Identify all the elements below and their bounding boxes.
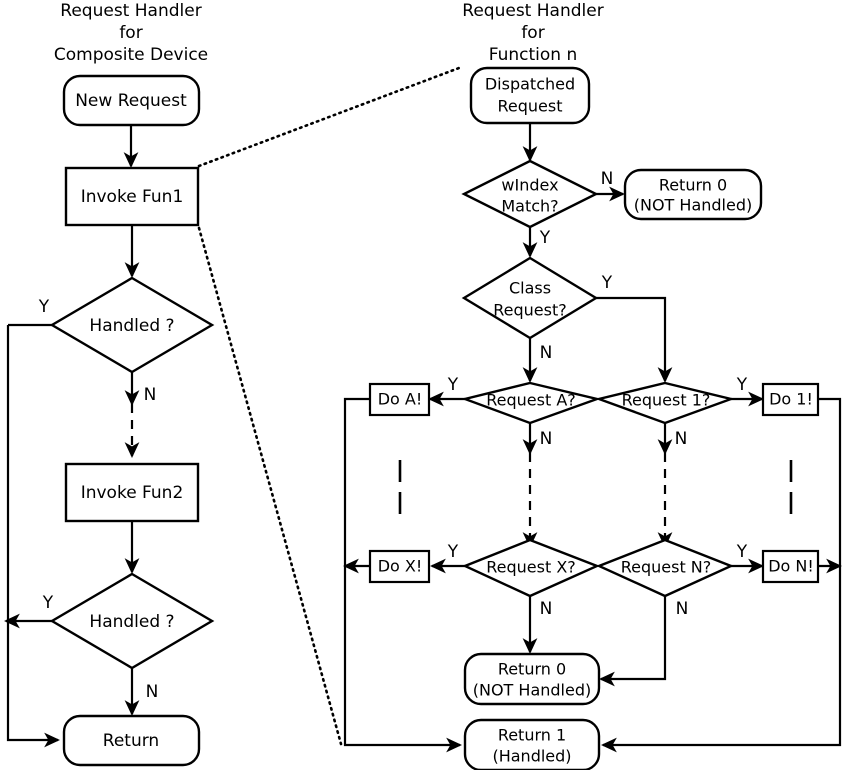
node-request-1: Request 1? <box>594 381 736 425</box>
node-class-request-line1: Class <box>509 279 551 298</box>
left-title-line2: for <box>119 23 142 43</box>
node-do-a: Do A! <box>368 382 431 417</box>
node-return-1-line2: (Handled) <box>492 747 571 766</box>
callout-leader-upper <box>197 66 461 168</box>
node-dispatched-request-line1: Dispatched <box>485 75 575 94</box>
node-return: Return <box>62 714 201 767</box>
edge-label-windex-no: N <box>601 169 614 189</box>
node-new-request-label: New Request <box>75 91 187 111</box>
callout-leader-lower <box>197 226 343 746</box>
node-request-x-label: Request X? <box>486 558 576 577</box>
node-return-0-top-line2: (NOT Handled) <box>634 196 752 215</box>
edge-label-handled1-yes: Y <box>38 297 50 317</box>
edge-label-request-x-yes: Y <box>447 542 459 562</box>
node-invoke-fun2-label: Invoke Fun2 <box>81 483 184 503</box>
node-do-1-label: Do 1! <box>769 390 813 409</box>
node-class-request-line2: Request? <box>493 301 566 320</box>
edge-label-request-n-yes: Y <box>736 542 748 562</box>
node-invoke-fun1-label: Invoke Fun1 <box>81 187 184 207</box>
node-request-n-label: Request N? <box>621 558 712 577</box>
node-windex-match: wIndex Match? <box>461 159 599 229</box>
right-title-line3: Function n <box>489 45 578 65</box>
node-request-n: Request N? <box>595 538 735 598</box>
edge-label-class-no: N <box>540 343 553 363</box>
node-windex-match-line2: Match? <box>501 197 558 216</box>
node-do-1: Do 1! <box>761 382 820 417</box>
node-do-a-label: Do A! <box>378 390 423 409</box>
right-title-line2: for <box>521 23 544 43</box>
node-dispatched-request: Dispatched Request <box>469 66 591 125</box>
left-yes-bus <box>6 325 60 748</box>
edge-label-request-a-yes: Y <box>447 375 459 395</box>
right-title-line1: Request Handler <box>462 1 603 21</box>
node-do-n: Do N! <box>761 549 820 584</box>
edge-label-handled2-no: N <box>146 682 159 702</box>
edge-label-request-a-no: N <box>540 429 553 449</box>
edge-label-handled2-yes: Y <box>42 593 54 613</box>
node-request-1-label: Request 1? <box>622 391 711 410</box>
edge-label-request-1-yes: Y <box>736 375 748 395</box>
edge-class-yes <box>596 296 673 383</box>
node-return-label: Return <box>103 731 159 751</box>
node-request-x: Request X? <box>461 538 601 598</box>
edge-label-request-1-no: N <box>675 429 688 449</box>
left-title-line1: Request Handler <box>60 1 201 21</box>
node-class-request: Class Request? <box>461 256 599 340</box>
edge-label-request-n-no: N <box>676 599 689 619</box>
node-handled-1-label: Handled ? <box>89 316 174 336</box>
node-return-0-top: Return 0 (NOT Handled) <box>623 168 763 221</box>
edge-label-request-x-no: N <box>540 599 553 619</box>
node-return-0-top-line1: Return 0 <box>659 176 727 195</box>
edge-label-class-yes: Y <box>601 273 613 293</box>
node-handled-2: Handled ? <box>49 572 215 670</box>
node-do-n-label: Do N! <box>768 557 814 576</box>
node-invoke-fun2: Invoke Fun2 <box>64 462 200 523</box>
node-do-x-label: Do X! <box>378 557 423 576</box>
node-new-request: New Request <box>62 74 201 127</box>
node-dispatched-request-line2: Request <box>498 97 563 116</box>
node-return-1: Return 1 (Handled) <box>463 718 601 770</box>
edge-request-n-no <box>599 596 667 687</box>
node-do-x: Do X! <box>368 549 431 584</box>
node-return-0-bottom: Return 0 (NOT Handled) <box>463 652 601 706</box>
node-windex-match-line1: wIndex <box>501 176 558 195</box>
node-invoke-fun1: Invoke Fun1 <box>64 166 200 227</box>
edge-label-handled1-no: N <box>144 385 157 405</box>
node-return-0-bottom-line2: (NOT Handled) <box>473 681 591 700</box>
node-handled-2-label: Handled ? <box>89 612 174 632</box>
node-request-a-label: Request A? <box>486 391 576 410</box>
left-column-title: Request Handler for Composite Device <box>54 1 208 65</box>
right-column-title: Request Handler for Function n <box>462 1 603 65</box>
node-return-1-line1: Return 1 <box>498 726 566 745</box>
edge-label-windex-yes: Y <box>539 228 551 248</box>
node-return-0-bottom-line1: Return 0 <box>498 660 566 679</box>
left-title-line3: Composite Device <box>54 45 208 65</box>
